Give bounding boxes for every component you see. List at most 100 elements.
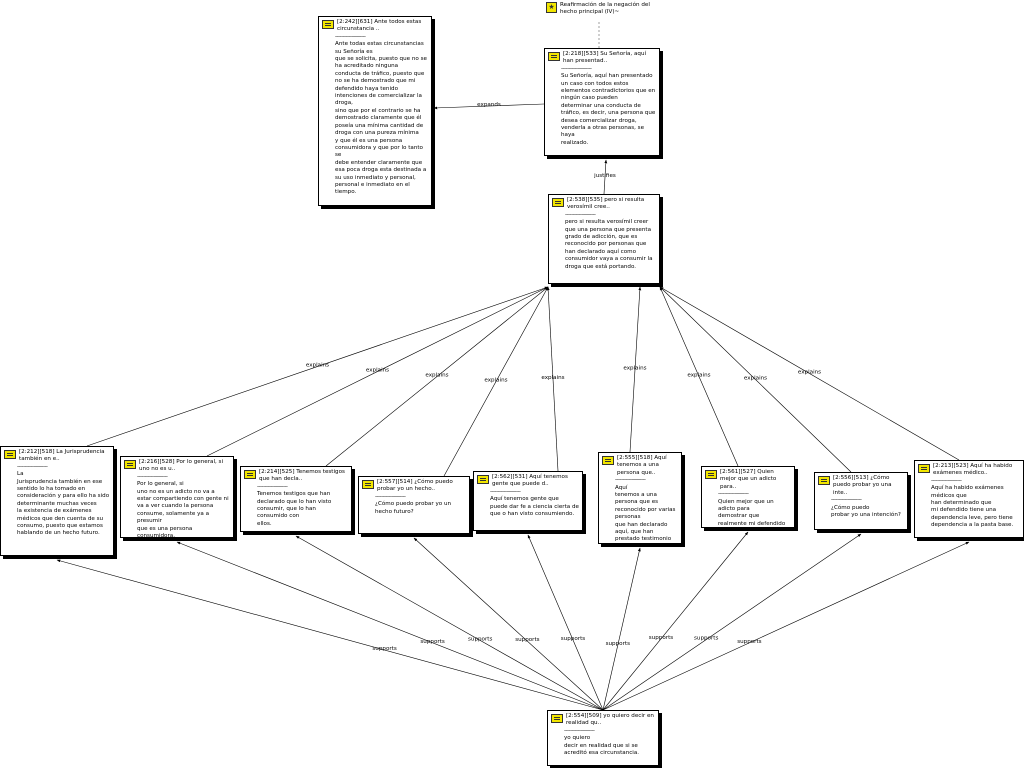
quotation-node[interactable]: [2:554][509] yo quiero decir en realidad… [547, 710, 659, 766]
quotation-separator: -------------------- [718, 491, 749, 498]
quotation-header: [2:538][535] pero si resulta verosímil c… [552, 197, 656, 212]
quotation-text: Ante todas estas circunstancias su Señor… [335, 41, 427, 196]
quotation-text: ¿Cómo puedo probar yo una intención? [831, 504, 901, 519]
relation-label: expands [477, 102, 501, 108]
relation-edge [659, 286, 960, 461]
quotation-header: [2:557][514] ¿Cómo puedo probar yo un he… [362, 479, 466, 494]
quotation-node[interactable]: [2:218][533] Su Señoría, aquí han presen… [544, 48, 660, 156]
quotation-separator: -------------------- [931, 477, 962, 484]
quotation-node[interactable]: [2:555][518] Aquí tenemos a una persona … [598, 452, 682, 544]
quotation-header: [2:214][525] Tenemos testigos que han de… [244, 469, 348, 484]
relation-label: explains [366, 368, 389, 374]
relation-edge [602, 541, 970, 711]
quotation-header: [2:556][513] ¿Cómo puedo probar yo una i… [818, 475, 904, 497]
relation-label: explains [744, 376, 767, 382]
quotation-text: La Jurisprudencia también en ese sentido… [17, 471, 110, 537]
quotation-node[interactable]: [2:213][523] Aquí ha habido exámenes méd… [914, 460, 1024, 538]
quotation-note-icon [477, 475, 489, 484]
quotation-note-icon [362, 480, 374, 489]
quotation-separator: -------------------- [137, 473, 168, 480]
root-code[interactable]: ★ Reafirmación de la negación del hecho … [546, 2, 656, 16]
quotation-title: [2:242][631] Ante todos estas circunstan… [337, 19, 422, 33]
relation-label: supports [420, 639, 444, 645]
quotation-title: [2:557][514] ¿Cómo puedo probar yo un he… [377, 479, 453, 493]
relation-label: explains [623, 366, 646, 372]
quotation-separator: -------------------- [17, 463, 48, 470]
code-star-icon: ★ [546, 2, 557, 13]
quotation-node[interactable]: [2:242][631] Ante todos estas circunstan… [318, 16, 432, 206]
quotation-title: [2:556][513] ¿Cómo puedo probar yo una i… [833, 475, 892, 496]
quotation-title: [2:214][525] Tenemos testigos que han de… [259, 469, 345, 483]
quotation-separator: -------------------- [375, 493, 406, 500]
relation-label: supports [515, 637, 539, 643]
quotation-header: [2:555][518] Aquí tenemos a una persona … [602, 455, 678, 477]
quotation-node[interactable]: [2:214][525] Tenemos testigos que han de… [240, 466, 352, 532]
quotation-text: Aquí ha habido exámenes médicos que han … [931, 485, 1014, 529]
relation-label: explains [541, 375, 564, 381]
quotation-title: [2:554][509] yo quiero decir en realidad… [566, 713, 654, 727]
relation-label: supports [561, 636, 585, 642]
quotation-separator: -------------------- [831, 497, 862, 504]
quotation-node[interactable]: [2:538][535] pero si resulta verosímil c… [548, 194, 660, 284]
quotation-separator: -------------------- [564, 727, 595, 734]
relation-label: supports [737, 639, 761, 645]
quotation-separator: -------------------- [335, 33, 366, 40]
relation-label: explains [306, 363, 329, 369]
quotation-node[interactable]: [2:212][518] La Jurisprudencia también e… [0, 446, 114, 556]
quotation-node[interactable]: [2:216][528] Por lo general, si uno no e… [120, 456, 234, 538]
quotation-separator: -------------------- [615, 477, 646, 484]
relation-edge [602, 533, 862, 711]
quotation-header: [2:562][531] Aquí tenemos gente que pued… [477, 474, 579, 489]
relation-edge [546, 286, 559, 472]
quotation-title: [2:213][523] Aquí ha habido exámenes méd… [933, 463, 1013, 477]
relation-label: explains [484, 378, 507, 384]
quotation-separator: -------------------- [257, 483, 288, 490]
quotation-node[interactable]: [2:561][527] Quien mejor que un adicto p… [701, 466, 795, 528]
relation-edge [629, 286, 642, 453]
quotation-text: ¿Cómo puedo probar yo un hecho futuro? [375, 501, 452, 515]
relation-edge [176, 541, 604, 711]
relation-edge [295, 535, 604, 711]
relation-edge [603, 159, 608, 195]
quotation-note-icon [705, 470, 717, 479]
relation-label: explains [798, 370, 821, 376]
quotation-header: [2:218][533] Su Señoría, aquí han presen… [548, 51, 656, 66]
relation-edge [527, 534, 604, 711]
quotation-title: [2:218][533] Su Señoría, aquí han presen… [563, 51, 647, 65]
relation-label: explains [687, 373, 710, 379]
quotation-node[interactable]: [2:556][513] ¿Cómo puedo probar yo una i… [814, 472, 908, 530]
quotation-note-icon [551, 714, 563, 723]
relation-edge [443, 286, 549, 477]
quotation-title: [2:538][535] pero si resulta verosímil c… [567, 197, 645, 211]
relation-label: explains [425, 373, 448, 379]
relation-edge [413, 537, 604, 711]
relation-label: supports [606, 641, 630, 647]
quotation-header: [2:561][527] Quien mejor que un adicto p… [705, 469, 791, 491]
quotation-title: [2:216][528] Por lo general, si uno no e… [139, 459, 224, 473]
quotation-text: yo quiero decir en realidad que si se ac… [564, 735, 640, 757]
quotation-title: [2:555][518] Aquí tenemos a una persona … [617, 455, 667, 476]
quotation-header: [2:242][631] Ante todos estas circunstan… [322, 19, 428, 34]
relation-edge [659, 286, 739, 467]
relation-label: supports [372, 646, 396, 652]
quotation-note-icon [244, 470, 256, 479]
quotation-header: [2:554][509] yo quiero decir en realidad… [551, 713, 655, 728]
relation-edge [206, 286, 549, 457]
quotation-node[interactable]: [2:557][514] ¿Cómo puedo probar yo un he… [358, 476, 470, 534]
quotation-note-icon [818, 476, 830, 485]
relation-edge [659, 286, 852, 473]
quotation-title: [2:562][531] Aquí tenemos gente que pued… [492, 474, 568, 488]
quotation-text: Quien mejor que un adicto para demostrar… [718, 498, 786, 527]
quotation-node[interactable]: [2:562][531] Aquí tenemos gente que pued… [473, 471, 583, 531]
quotation-separator: -------------------- [490, 488, 521, 495]
quotation-text: Aquí tenemos a una persona que es recono… [615, 484, 676, 543]
quotation-note-icon [918, 464, 930, 473]
relation-edge [602, 547, 641, 711]
quotation-text: Aquí tenemos gente que puede dar fe a ci… [490, 496, 579, 518]
relation-label: justifies [593, 173, 616, 179]
quotation-text: pero si resulta verosímil creer que una … [565, 219, 653, 270]
quotation-title: [2:212][518] La Jurisprudencia también e… [19, 449, 105, 463]
relation-edge [602, 531, 749, 711]
relation-edge [56, 559, 604, 711]
relation-label: supports [468, 636, 492, 642]
